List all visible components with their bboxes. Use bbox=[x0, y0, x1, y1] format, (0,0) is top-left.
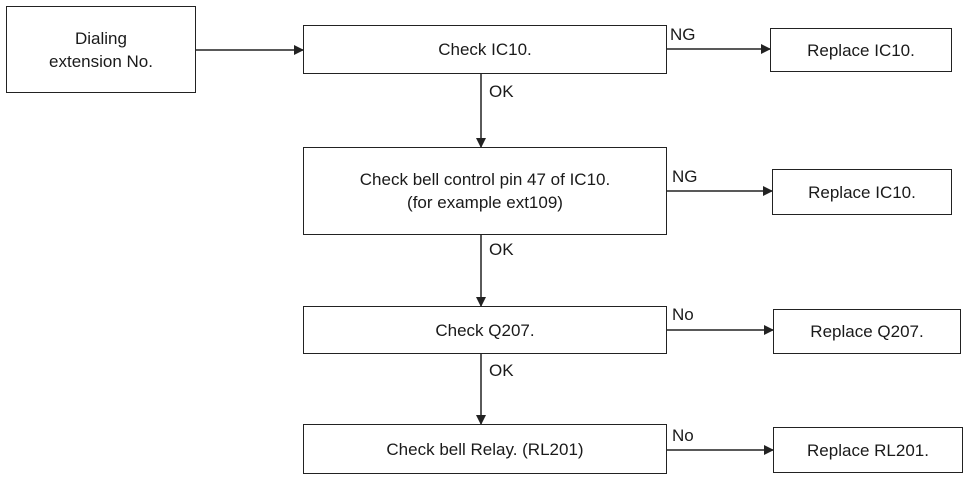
check-q207-text: Check Q207. bbox=[435, 320, 535, 340]
action-box-replace-q207: Replace Q207. bbox=[773, 309, 961, 354]
replace-ic10-text-2: Replace IC10. bbox=[808, 182, 916, 202]
replace-ic10-text-1: Replace IC10. bbox=[807, 40, 915, 60]
check-box-q207: Check Q207. bbox=[303, 306, 667, 354]
edge-label-ok-3: OK bbox=[489, 361, 514, 380]
check-relay-text: Check bell Relay. (RL201) bbox=[386, 439, 584, 459]
edge-label-no-2: No bbox=[672, 426, 694, 445]
replace-q207-text: Replace Q207. bbox=[810, 322, 924, 341]
edge-label-ok-2: OK bbox=[489, 240, 514, 259]
check-pin47-line-1: Check bell control pin 47 of IC10. bbox=[359, 170, 611, 189]
check-box-ic10: Check IC10. bbox=[303, 25, 667, 74]
edge-label-ok-1: OK bbox=[489, 82, 514, 101]
check-ic10-text: Check IC10. bbox=[438, 40, 532, 59]
edge-label-ng-2: NG bbox=[672, 167, 698, 186]
edge-label-no-1: No bbox=[672, 305, 694, 324]
start-line-2: extension No. bbox=[49, 51, 153, 71]
check-box-bell-relay: Check bell Relay. (RL201) bbox=[303, 424, 667, 474]
start-box-dialing-extension: Dialing extension No. bbox=[6, 6, 196, 93]
start-line-1: Dialing bbox=[75, 28, 127, 48]
replace-rl201-text: Replace RL201. bbox=[807, 440, 929, 460]
edge-label-ng-1: NG bbox=[670, 25, 696, 44]
action-box-replace-rl201: Replace RL201. bbox=[773, 427, 963, 473]
action-box-replace-ic10-1: Replace IC10. bbox=[770, 28, 952, 72]
check-box-bell-control-pin47: Check bell control pin 47 of IC10. (for … bbox=[303, 147, 667, 235]
action-box-replace-ic10-2: Replace IC10. bbox=[772, 169, 952, 215]
check-pin47-line-2: (for example ext109) bbox=[407, 193, 563, 212]
